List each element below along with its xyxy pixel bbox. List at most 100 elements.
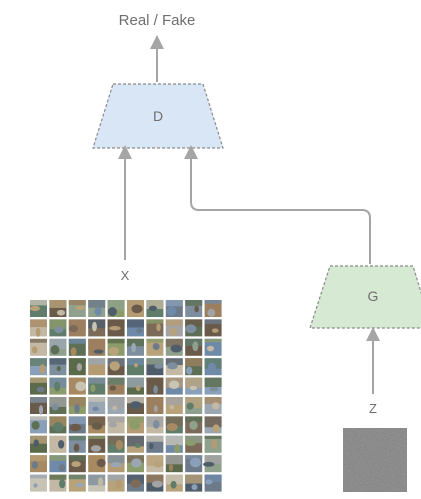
sample-image-thumbnail [30, 358, 47, 376]
output-label: Real / Fake [119, 12, 196, 29]
sample-image-thumbnail [30, 397, 47, 415]
sample-image-thumbnail [68, 416, 86, 434]
sample-image-thumbnail [185, 319, 203, 337]
noise-input-label: Z [369, 401, 377, 416]
sample-image-thumbnail [88, 300, 106, 317]
sample-image-thumbnail [165, 300, 183, 317]
real-image-grid [29, 300, 222, 492]
sample-image-thumbnail [146, 319, 164, 337]
sample-image-thumbnail [146, 338, 164, 356]
sample-image-thumbnail [49, 377, 67, 395]
sample-image-thumbnail [107, 358, 125, 376]
sample-image-thumbnail [146, 435, 164, 453]
sample-image-thumbnail [165, 319, 183, 337]
sample-image-thumbnail [127, 455, 144, 473]
sample-image-thumbnail [49, 455, 67, 473]
sample-image-thumbnail [68, 338, 86, 356]
sample-image-thumbnail [68, 377, 87, 395]
sample-image-thumbnail [88, 358, 106, 376]
sample-image-thumbnail [30, 319, 47, 337]
real-input-label: X [121, 268, 130, 283]
sample-image-thumbnail [107, 416, 125, 434]
sample-image-thumbnail [107, 474, 125, 492]
sample-image-thumbnail [68, 435, 86, 453]
sample-image-thumbnail [185, 435, 203, 453]
sample-image-thumbnail [30, 435, 47, 453]
sample-image-thumbnail [204, 416, 222, 434]
sample-image-thumbnail [185, 338, 203, 356]
generator-shape [309, 265, 421, 329]
sample-image-thumbnail [185, 300, 203, 317]
sample-image-thumbnail [49, 474, 67, 492]
sample-image-thumbnail [68, 300, 86, 317]
sample-image-thumbnail [185, 397, 203, 414]
sample-image-thumbnail [127, 416, 144, 434]
sample-image-thumbnail [68, 455, 86, 473]
sample-image-thumbnail [88, 416, 106, 434]
sample-image-thumbnail [146, 416, 164, 434]
sample-image-thumbnail [127, 377, 144, 395]
sample-image-thumbnail [88, 377, 106, 395]
generator-to-discriminator-arrow [184, 145, 371, 264]
sample-image-thumbnail [127, 338, 144, 356]
sample-image-thumbnail [185, 377, 203, 395]
sample-image-thumbnail [88, 455, 106, 473]
sample-image-thumbnail [127, 397, 144, 414]
sample-image-thumbnail [49, 358, 67, 376]
sample-image-thumbnail [165, 435, 183, 454]
sample-image-thumbnail [204, 319, 222, 337]
sample-image-thumbnail [165, 397, 183, 414]
sample-image-thumbnail [49, 319, 67, 337]
sample-image-thumbnail [88, 338, 106, 356]
sample-image-thumbnail [30, 455, 47, 473]
sample-image-thumbnail [146, 397, 164, 414]
generator-block: G [309, 265, 421, 329]
sample-image-thumbnail [146, 300, 164, 317]
sample-image-thumbnail [204, 377, 222, 395]
sample-image-thumbnail [49, 300, 67, 317]
sample-image-thumbnail [146, 358, 164, 376]
sample-image-thumbnail [165, 358, 183, 376]
sample-image-thumbnail [30, 474, 47, 492]
sample-image-thumbnail [127, 319, 144, 337]
sample-image-thumbnail [107, 300, 125, 317]
sample-image-thumbnail [165, 338, 183, 356]
sample-image-thumbnail [49, 435, 67, 453]
sample-image-thumbnail [88, 474, 106, 492]
sample-image-thumbnail [68, 397, 86, 414]
sample-image-thumbnail [185, 474, 203, 492]
sample-image-thumbnail [49, 397, 67, 414]
sample-image-thumbnail [165, 377, 183, 395]
sample-image-thumbnail [204, 300, 222, 317]
sample-image-thumbnail [30, 416, 47, 434]
sample-image-thumbnail [165, 455, 183, 473]
sample-image-thumbnail [107, 338, 125, 356]
sample-image-thumbnail [30, 338, 47, 356]
sample-image-thumbnail [49, 338, 67, 356]
sample-image-thumbnail [127, 300, 144, 317]
sample-image-thumbnail [88, 397, 106, 414]
sample-image-thumbnail [107, 377, 125, 395]
generator-label: G [368, 288, 379, 304]
sample-image-thumbnail [127, 435, 144, 453]
noise-image [343, 428, 407, 492]
sample-image-thumbnail [29, 300, 47, 317]
sample-image-thumbnail [68, 474, 86, 492]
sample-image-thumbnail [127, 474, 144, 492]
sample-image-thumbnail [146, 474, 164, 492]
sample-image-thumbnail [68, 358, 86, 376]
discriminator-label: D [153, 108, 163, 124]
sample-image-thumbnail [146, 377, 164, 395]
sample-image-thumbnail [107, 319, 125, 337]
sample-image-thumbnail [165, 416, 183, 434]
sample-image-thumbnail [88, 435, 106, 453]
sample-image-thumbnail [204, 397, 222, 414]
sample-image-thumbnail [203, 455, 222, 473]
sample-image-thumbnail [204, 358, 222, 376]
sample-image-thumbnail [185, 455, 203, 473]
sample-image-thumbnail [204, 435, 222, 453]
sample-image-thumbnail [127, 358, 144, 376]
sample-image-thumbnail [146, 455, 164, 473]
